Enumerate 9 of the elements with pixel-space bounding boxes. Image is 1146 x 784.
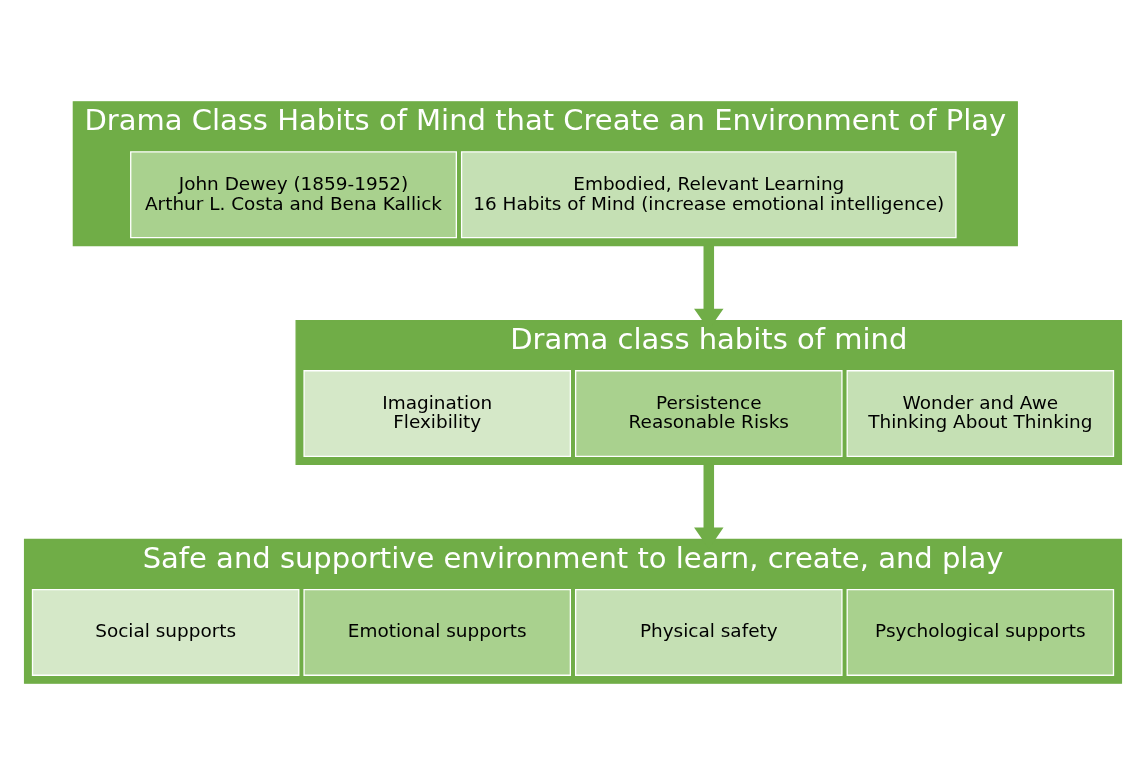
node-box: Social supports [31, 588, 300, 676]
node-box: Imagination Flexibility [303, 369, 571, 457]
node-box: Emotional supports [303, 588, 571, 676]
node-box: Wonder and Awe Thinking About Thinking [846, 369, 1115, 457]
node-box: Psychological supports [846, 588, 1115, 676]
node-box: John Dewey (1859-1952) Arthur L. Costa and Bena Kallick [130, 150, 457, 238]
node-box: Persistence Reasonable Risks [575, 369, 843, 457]
node-box: Embodied, Relevant Learning 16 Habits of Mind (increase emotional intelligence) [460, 150, 957, 238]
node-box: Physical safety [575, 588, 843, 676]
